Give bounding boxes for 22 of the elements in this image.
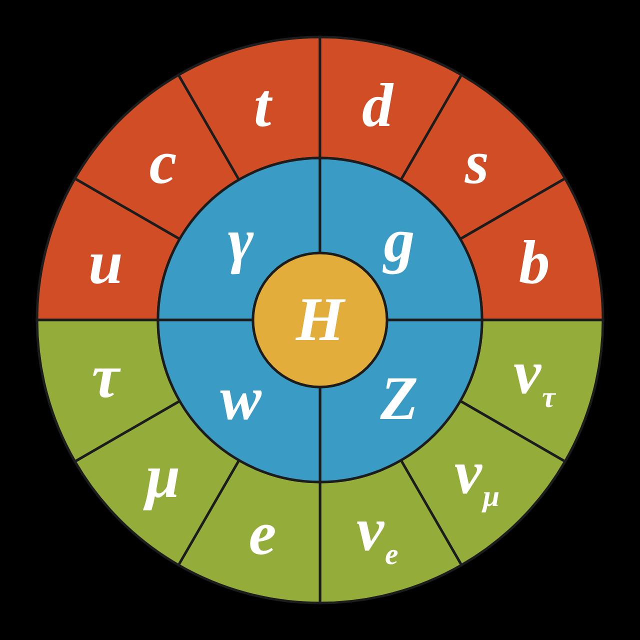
particle-symbol: g (384, 210, 415, 272)
ring-segment (177, 459, 322, 604)
ring-segment (177, 36, 322, 181)
particle-symbol: H (296, 289, 344, 351)
particle-symbol: τ (92, 346, 120, 408)
ring-segment (459, 318, 604, 463)
particle-symbol: e (248, 503, 276, 566)
particle-symbol: c (149, 132, 177, 194)
particle-symbol: μ (146, 446, 180, 508)
particle-symbol: d (362, 74, 393, 137)
particle-symbol: u (88, 232, 123, 294)
particle-symbol: ν$_{μ}$ (454, 442, 500, 512)
particle-symbol: b (518, 232, 550, 294)
particle-symbol: s (464, 132, 490, 194)
ring-segment (318, 36, 463, 181)
particle-symbol: ν$_{τ}$ (513, 342, 556, 413)
particle-symbol: w (220, 368, 262, 430)
particle-symbol: Z (380, 368, 418, 430)
ring-segment (36, 318, 181, 463)
particle-symbol: γ (228, 210, 254, 272)
particle-symbol: ν$_{e}$ (356, 499, 398, 570)
particle-symbol: t (254, 74, 272, 137)
